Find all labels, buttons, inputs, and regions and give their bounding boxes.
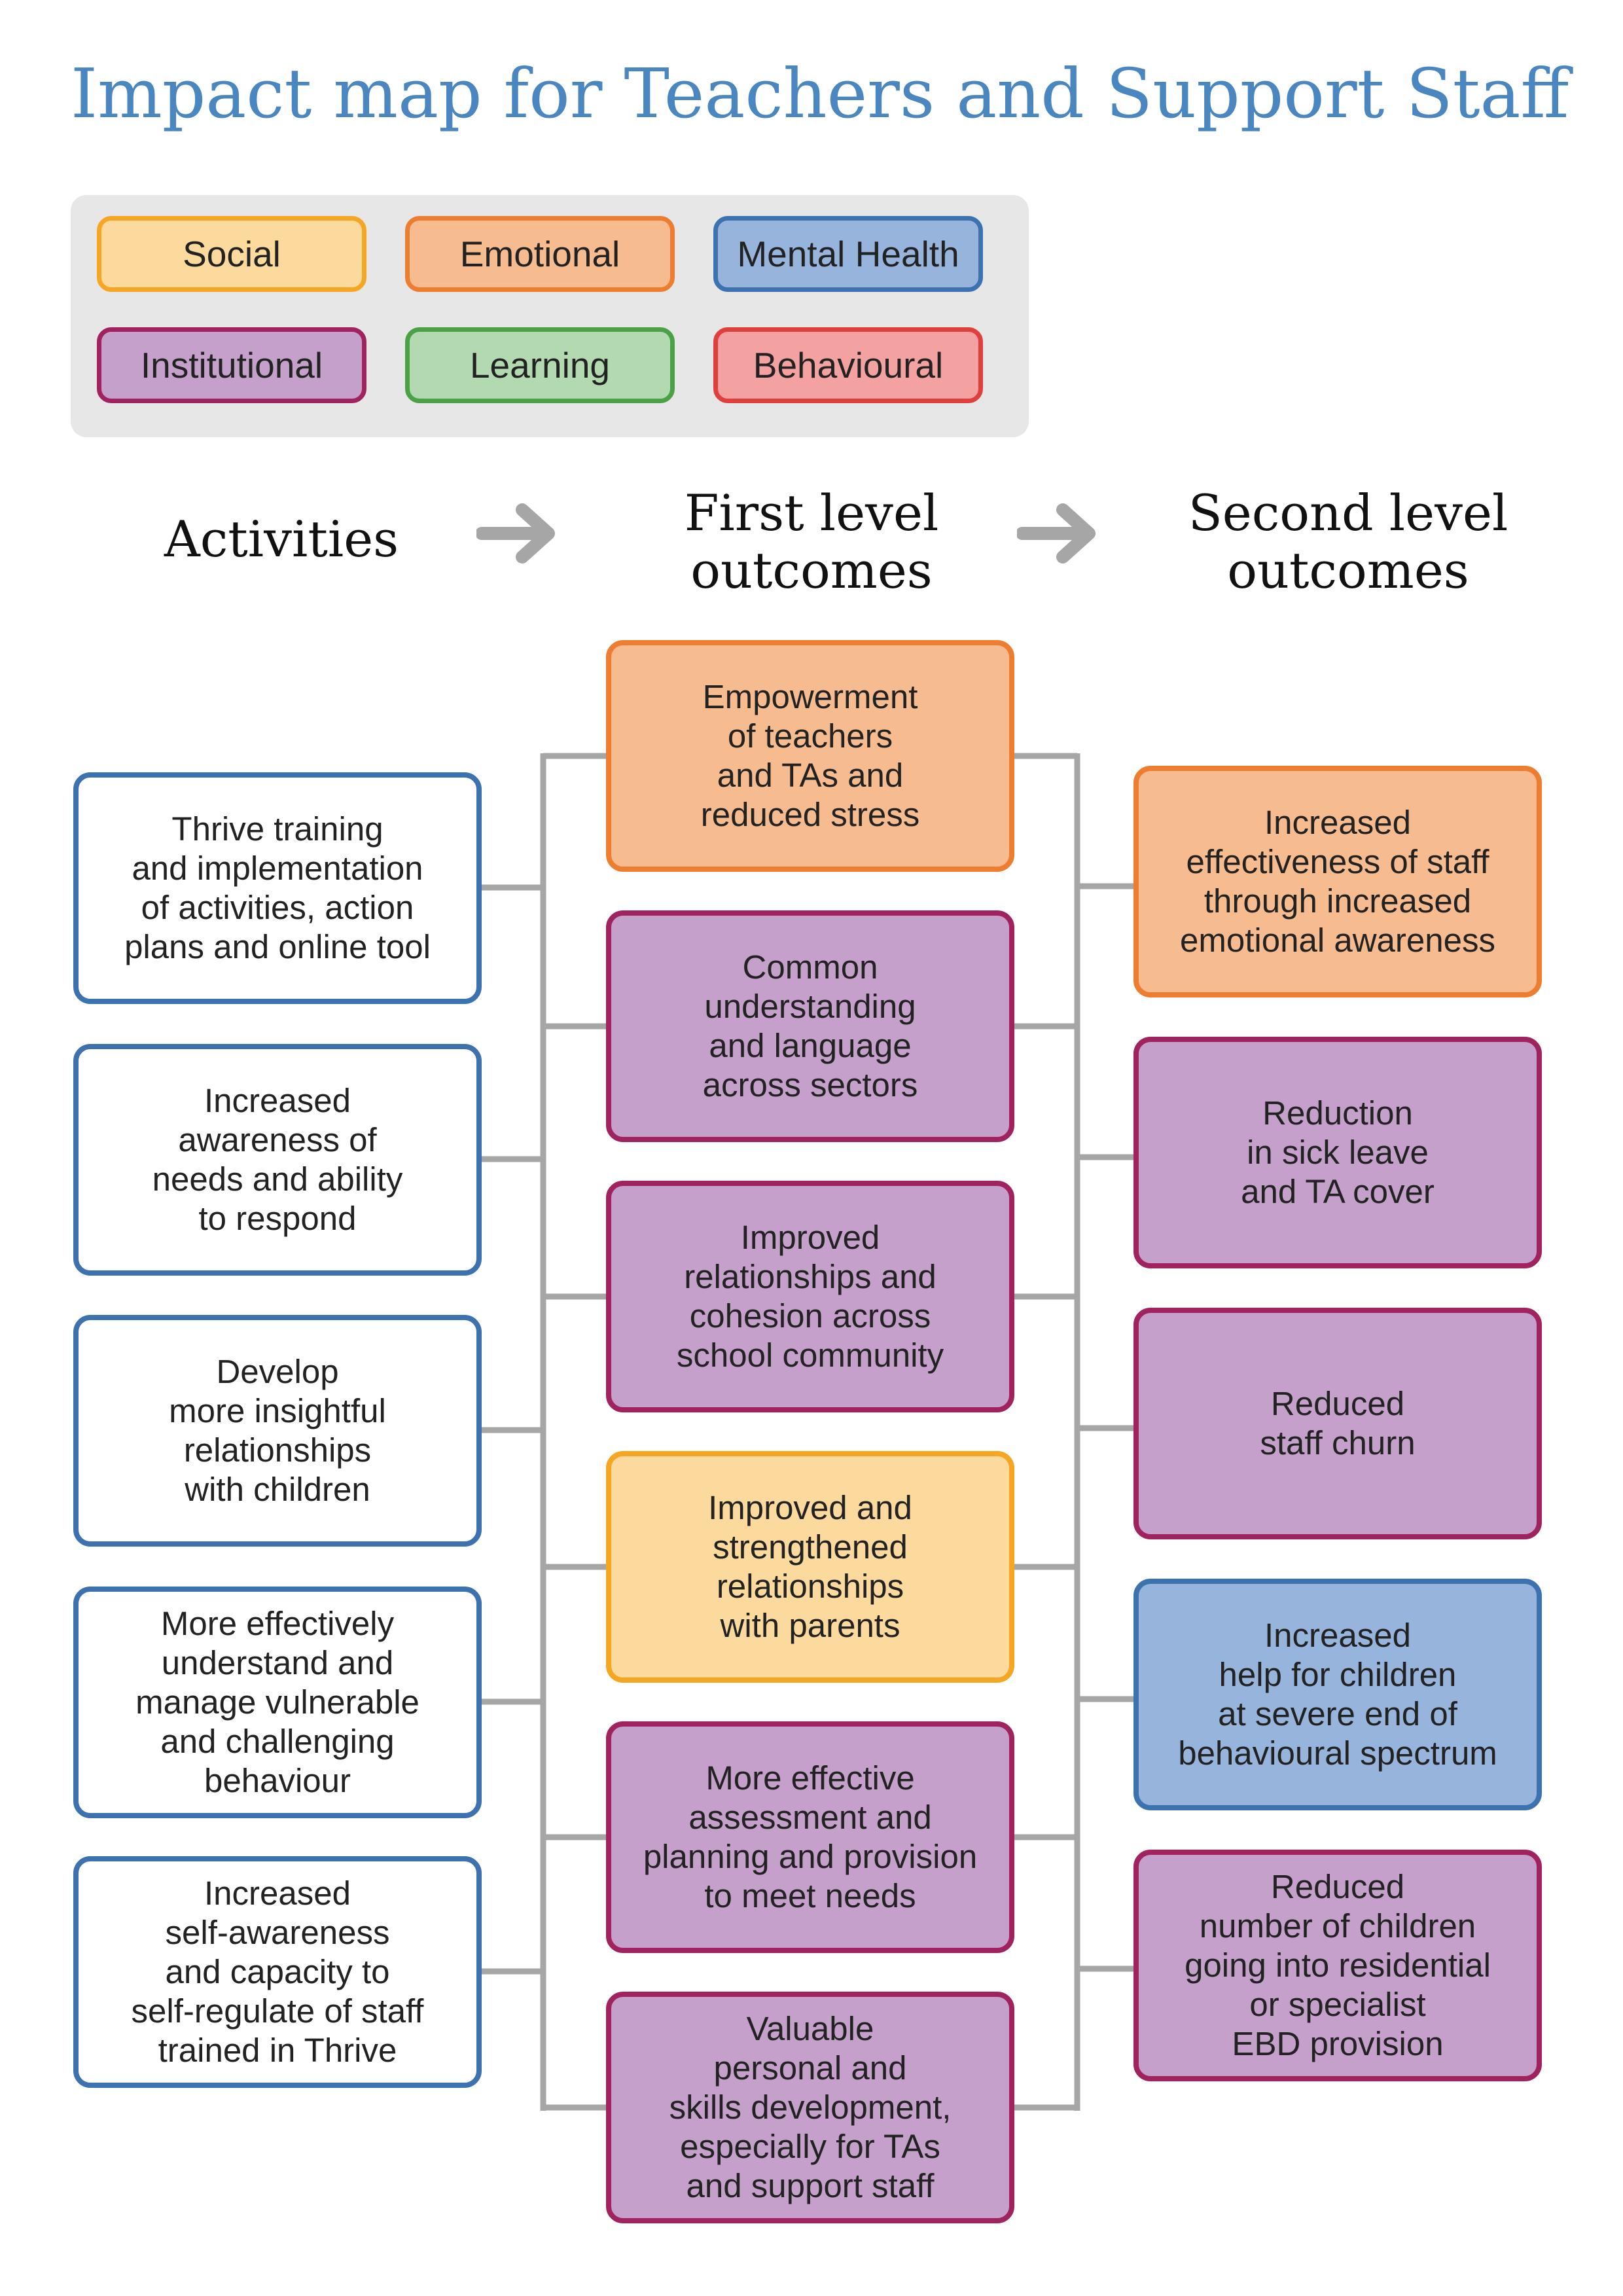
first-level-outcome-box: Common understanding and language across…: [606, 910, 1014, 1142]
legend-item-social: Social: [97, 216, 366, 292]
activity-box: Increased self-awareness and capacity to…: [73, 1856, 482, 2088]
page-title: Impact map for Teachers and Support Staf…: [71, 54, 1569, 134]
second-level-outcome-box: Increased help for children at severe en…: [1133, 1579, 1542, 1810]
activity-box: Thrive training and implementation of ac…: [73, 772, 482, 1004]
legend-item-institutional: Institutional: [97, 327, 366, 403]
second-level-outcome-box: Reduction in sick leave and TA cover: [1133, 1037, 1542, 1268]
legend-item-emotional: Emotional: [405, 216, 675, 292]
first-level-outcome-box: Empowerment of teachers and TAs and redu…: [606, 640, 1014, 872]
first-level-outcome-box: Improved and strengthened relationships …: [606, 1451, 1014, 1683]
header-second-level-outcomes: Second level outcomes: [1188, 484, 1508, 600]
legend-item-behavioural: Behavioural: [713, 327, 983, 403]
arrow-right-icon: [476, 503, 555, 564]
first-level-outcome-box: Improved relationships and cohesion acro…: [606, 1181, 1014, 1412]
legend-item-learning: Learning: [405, 327, 675, 403]
activity-box: Increased awareness of needs and ability…: [73, 1044, 482, 1276]
second-level-outcome-box: Reduced number of children going into re…: [1133, 1850, 1542, 2081]
header-activities: Activities: [164, 510, 399, 568]
first-level-outcome-box: More effective assessment and planning a…: [606, 1721, 1014, 1953]
second-level-outcome-box: Increased effectiveness of staff through…: [1133, 766, 1542, 997]
arrow-right-icon: [1017, 503, 1096, 564]
first-level-outcome-box: Valuable personal and skills development…: [606, 1992, 1014, 2223]
activity-box: Develop more insightful relationships wi…: [73, 1315, 482, 1547]
activity-box: More effectively understand and manage v…: [73, 1587, 482, 1818]
second-level-outcome-box: Reduced staff churn: [1133, 1308, 1542, 1539]
legend: Social Emotional Mental Health Instituti…: [71, 195, 1029, 437]
header-first-level-outcomes: First level outcomes: [684, 484, 939, 600]
legend-item-mental-health: Mental Health: [713, 216, 983, 292]
